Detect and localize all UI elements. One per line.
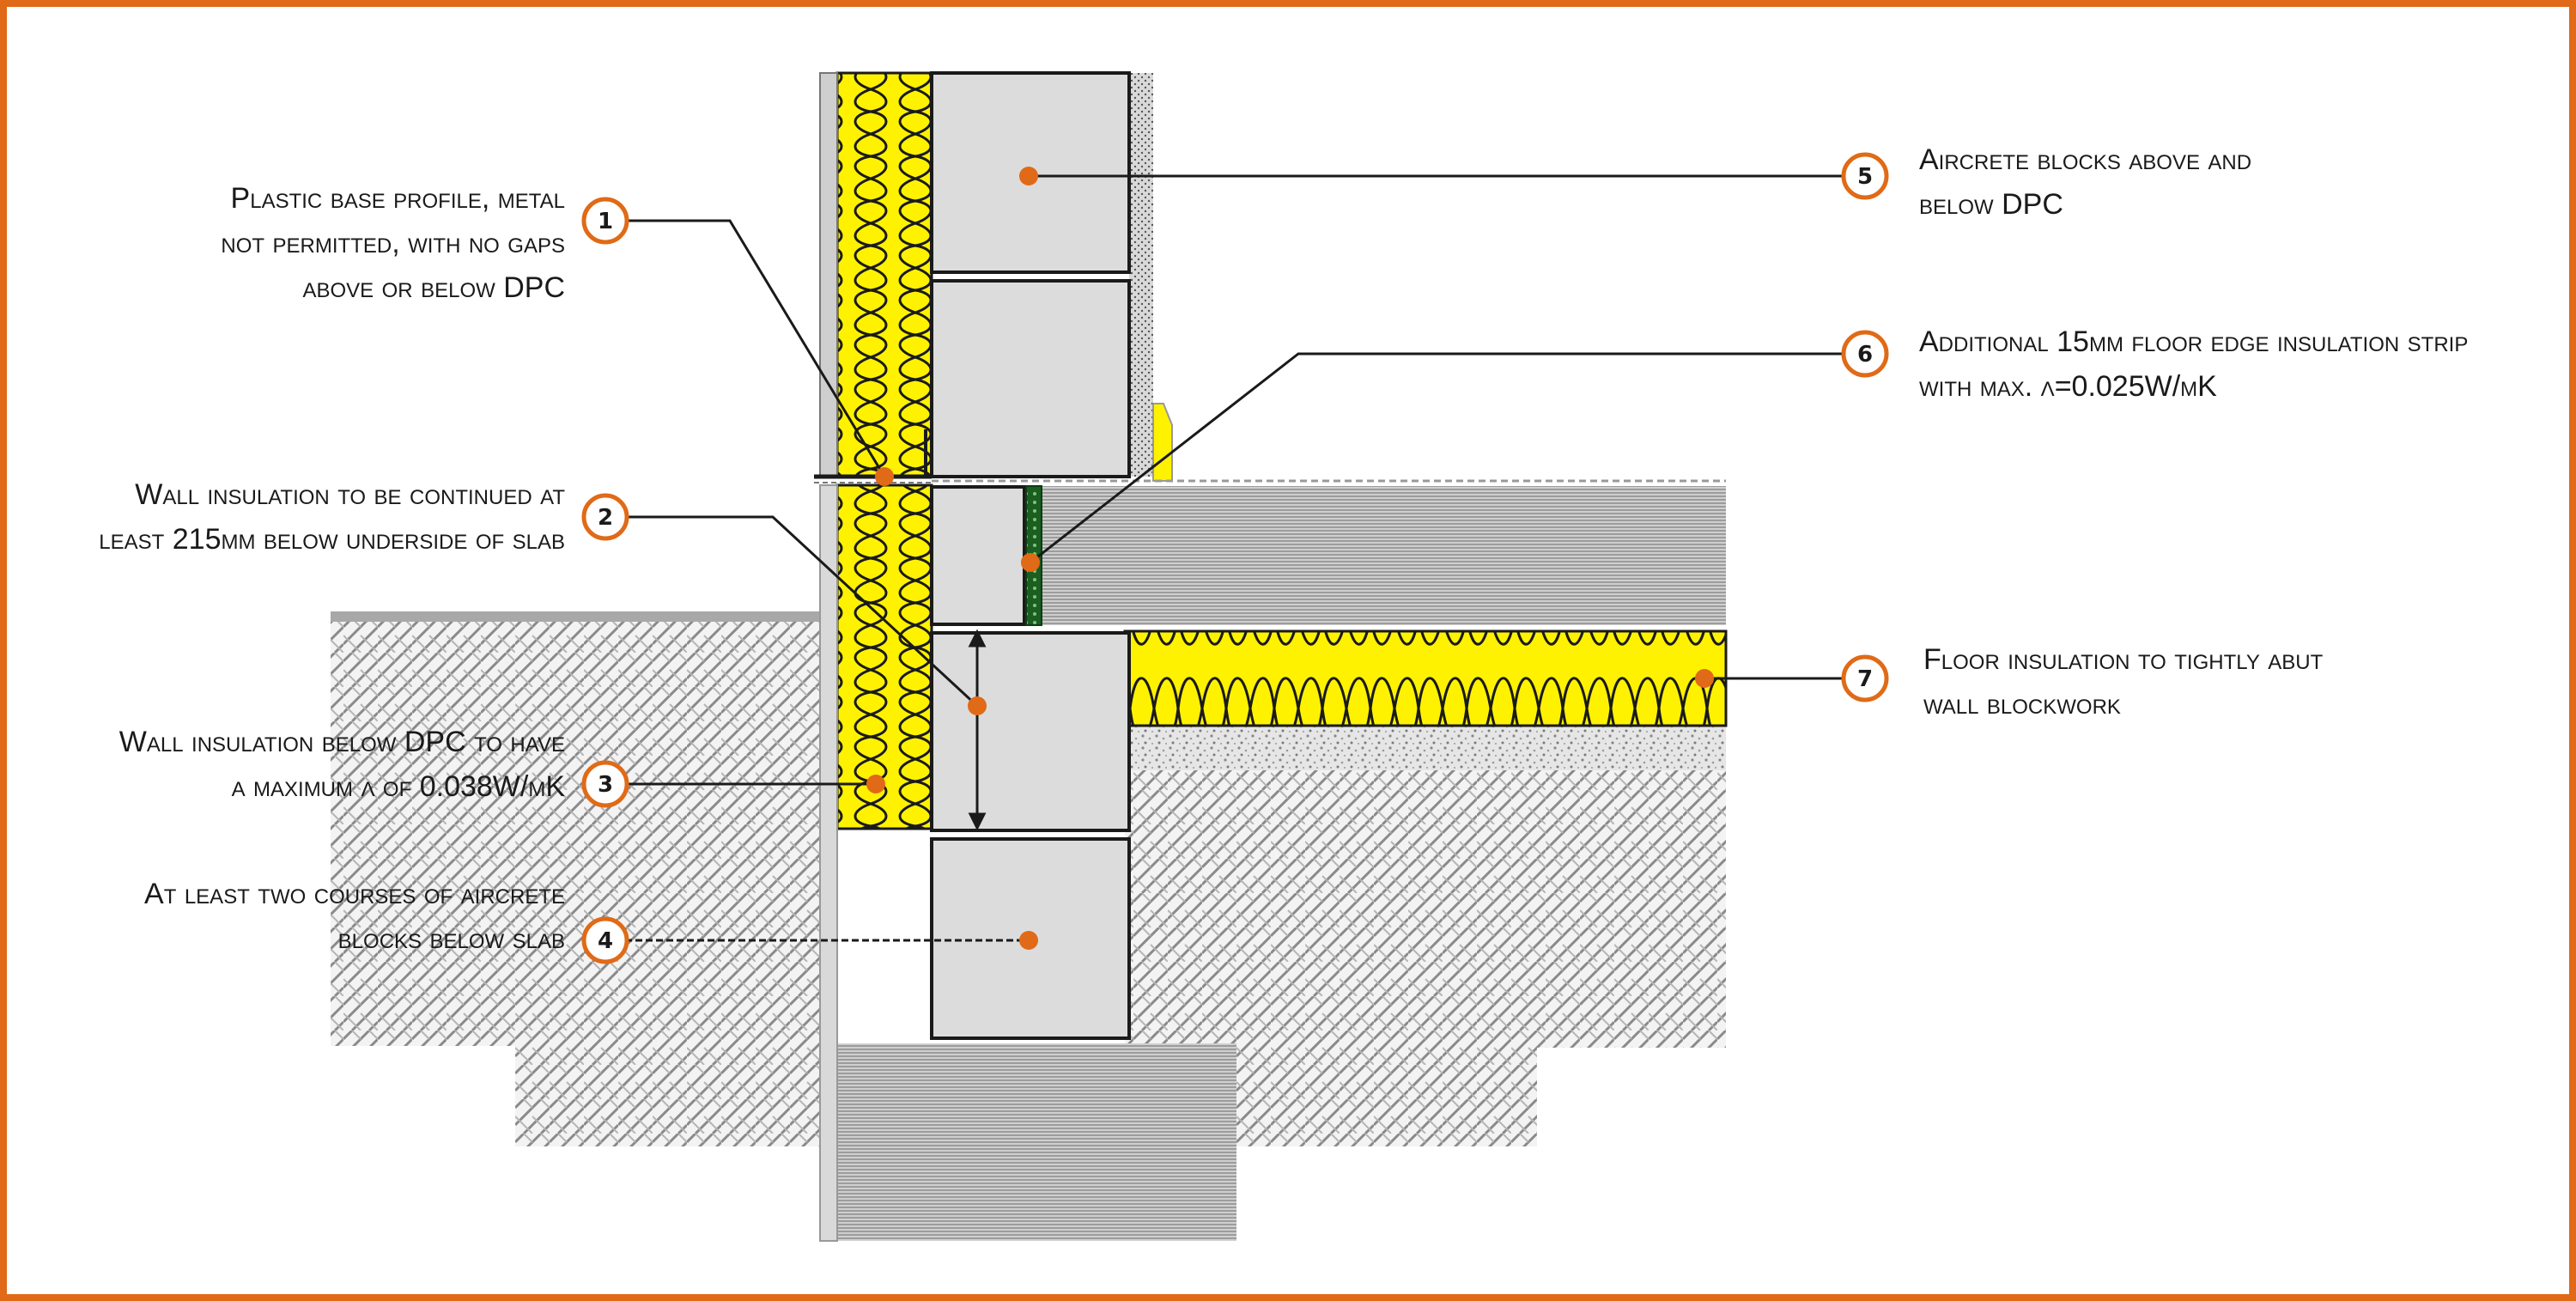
- callout-5-line-2: below DPC: [1919, 188, 2063, 221]
- floor-trim: [1152, 403, 1173, 482]
- ground-hatching: [331, 611, 1726, 1146]
- callout-badge-circle: [581, 760, 629, 808]
- external-render: [819, 72, 1153, 1242]
- callout-6-label: Additional 15mm floor edge insulation st…: [1919, 319, 2468, 409]
- foundation-concrete: [820, 1043, 1236, 1241]
- callout-1-line-1: Plastic base profile, metal: [230, 182, 565, 215]
- callout-2-line-1: Wall insulation to be continued at: [135, 478, 565, 511]
- callout-4-line-1: At least two courses of aircrete: [144, 878, 565, 910]
- callout-1-line-3: above or below DPC: [302, 271, 565, 304]
- callout-3-label: Wall insulation below DPC to have a maxi…: [119, 720, 565, 809]
- callout-badge-circle: [581, 493, 629, 541]
- callout-badge-number: 5: [1857, 164, 1873, 190]
- callout-badges: 1 2 3 4 5 6 7: [581, 152, 1889, 964]
- callout-7-line-2: wall blockwork: [1923, 688, 2121, 720]
- callout-7-line-1: Floor insulation to tightly abut: [1923, 643, 2324, 676]
- base-profile-dpc: [814, 429, 1726, 483]
- callout-badge-number: 2: [598, 505, 613, 531]
- dimension-215mm: [968, 629, 987, 831]
- callout-badge-circle: [1841, 654, 1889, 702]
- callout-3-line-1: Wall insulation below DPC to have: [118, 726, 565, 758]
- callout-badge-number: 3: [598, 772, 613, 798]
- callout-4-label: At least two courses of aircrete blocks …: [144, 872, 565, 961]
- callout-6-line-2: with max. λ=0.025W/mK: [1919, 370, 2217, 403]
- callout-1-label: Plastic base profile, metal not permitte…: [221, 176, 565, 310]
- callout-badge-circle: [581, 197, 629, 245]
- callout-1-line-2: not permitted, with no gaps: [221, 227, 565, 259]
- callout-6-line-1: Additional 15mm floor edge insulation st…: [1919, 325, 2469, 358]
- leader-endpoints: [866, 167, 1714, 950]
- callout-badge-6: 6: [1841, 330, 1889, 378]
- callout-badge-4: 4: [581, 916, 629, 964]
- callout-2-label: Wall insulation to be continued at least…: [99, 472, 565, 562]
- callout-7-label: Floor insulation to tightly abut wall bl…: [1923, 637, 2323, 726]
- wall-insulation: [835, 71, 933, 830]
- callout-5-label: Aircrete blocks above and below DPC: [1919, 137, 2251, 227]
- callout-badge-number: 1: [598, 209, 613, 234]
- callout-badge-2: 2: [581, 493, 629, 541]
- aircrete-blocks: [930, 71, 1131, 1040]
- callout-badge-3: 3: [581, 760, 629, 808]
- callout-badge-number: 7: [1857, 666, 1873, 692]
- callout-2-line-2: least 215mm below underside of slab: [99, 523, 565, 556]
- floor-slab: [1030, 486, 1726, 770]
- callout-3-line-2: a maximum λ of 0.038W/mK: [231, 770, 565, 803]
- floor-insulation: [1123, 629, 1728, 727]
- callout-badge-number: 4: [598, 928, 613, 954]
- callout-4-line-2: blocks below slab: [337, 922, 565, 955]
- callout-5-line-1: Aircrete blocks above and: [1919, 143, 2252, 176]
- callout-badge-number: 6: [1857, 342, 1873, 368]
- callout-badge-circle: [1841, 152, 1889, 200]
- callout-badge-5: 5: [1841, 152, 1889, 200]
- callout-badge-7: 7: [1841, 654, 1889, 702]
- leader-lines: [625, 174, 1844, 942]
- callout-badge-circle: [1841, 330, 1889, 378]
- callout-badge-circle: [581, 916, 629, 964]
- callout-badge-1: 1: [581, 197, 629, 245]
